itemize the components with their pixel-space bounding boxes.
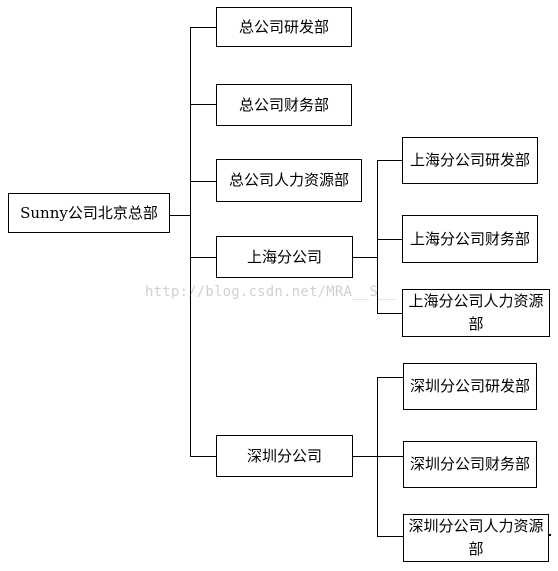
connector-to-sz-rnd	[377, 377, 404, 379]
node-hq-rnd: 总公司研发部	[216, 7, 352, 47]
node-hq-hr: 总公司人力资源部	[216, 159, 362, 202]
node-root-label: Sunny公司北京总部	[20, 203, 158, 222]
connector-shenzhen-right	[352, 456, 378, 458]
connector-to-sz-hr	[377, 536, 404, 538]
connector-to-shanghai	[190, 257, 217, 259]
node-sh-hr-label: 上海分公司人力资源部	[408, 292, 544, 333]
stray-dot	[549, 534, 551, 536]
connector-to-sh-finance	[377, 239, 403, 241]
node-sz-finance: 深圳分公司财务部	[403, 441, 537, 488]
node-sz-finance-label: 深圳分公司财务部	[409, 455, 530, 473]
node-sz-rnd: 深圳分公司研发部	[403, 363, 537, 410]
connector-to-sh-hr	[377, 313, 403, 315]
node-root: Sunny公司北京总部	[8, 193, 170, 233]
watermark-text: http://blog.csdn.net/MRA__S__	[145, 284, 396, 300]
node-hq-hr-label: 总公司人力资源部	[228, 171, 349, 189]
connector-level1-trunk	[190, 27, 192, 457]
node-hq-finance-label: 总公司财务部	[238, 95, 329, 114]
node-sh-rnd: 上海分公司研发部	[402, 137, 538, 184]
connector-to-hq-finance	[190, 104, 217, 106]
node-sz-hr-label: 深圳分公司人力资源部	[408, 517, 544, 558]
node-sz-hr: 深圳分公司人力资源部	[403, 514, 549, 562]
node-shanghai-branch: 上海分公司	[216, 236, 353, 278]
node-hq-rnd-label: 总公司研发部	[238, 17, 329, 36]
connector-to-sz-finance	[377, 456, 404, 458]
node-sh-finance: 上海分公司财务部	[402, 215, 538, 263]
node-sh-rnd-label: 上海分公司研发部	[409, 151, 530, 169]
node-hq-finance: 总公司财务部	[216, 84, 352, 126]
connector-shanghai-trunk	[377, 160, 379, 314]
connector-to-shenzhen	[190, 456, 217, 458]
connector-root-right	[169, 215, 191, 217]
connector-to-sh-rnd	[377, 160, 403, 162]
node-sh-finance-label: 上海分公司财务部	[409, 229, 530, 248]
node-shanghai-branch-label: 上海分公司	[246, 247, 322, 266]
node-sz-rnd-label: 深圳分公司研发部	[409, 377, 530, 395]
node-sh-hr: 上海分公司人力资源部	[402, 289, 550, 337]
connector-to-hq-rnd	[190, 27, 217, 29]
node-shenzhen-branch-label: 深圳分公司	[246, 446, 322, 465]
node-shenzhen-branch: 深圳分公司	[216, 435, 353, 477]
connector-to-hq-hr	[190, 181, 217, 183]
connector-shanghai-right	[352, 257, 378, 259]
